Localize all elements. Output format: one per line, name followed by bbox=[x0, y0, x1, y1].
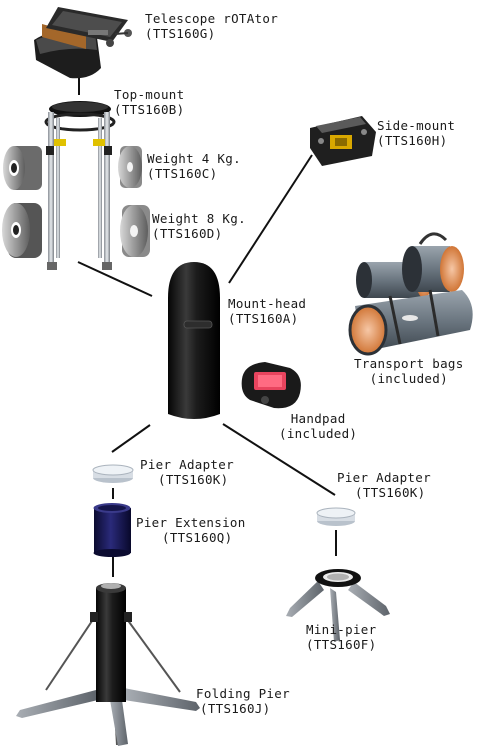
label-handpad-name: Handpad bbox=[290, 411, 346, 426]
label-telescope-rotator-code: (TTS160G) bbox=[145, 26, 216, 41]
label-handpad: Handpad (included) bbox=[279, 411, 357, 441]
label-folding-pier-name: Folding Pier bbox=[196, 686, 290, 701]
label-side-mount: Side-mount (TTS160H) bbox=[377, 118, 455, 148]
label-top-mount-name: Top-mount bbox=[114, 87, 185, 102]
label-pier-extension: Pier Extension (TTS160Q) bbox=[136, 515, 246, 545]
label-mount-head: Mount-head (TTS160A) bbox=[228, 296, 306, 326]
label-weight-4kg: Weight 4 Kg. (TTS160C) bbox=[147, 151, 241, 181]
label-weight-8kg-code: (TTS160D) bbox=[152, 226, 223, 241]
label-telescope-rotator-name: Telescope rOTAtor bbox=[145, 11, 279, 26]
label-mini-pier-code: (TTS160F) bbox=[306, 637, 377, 652]
label-top-mount-code: (TTS160B) bbox=[114, 102, 185, 117]
label-weight-4kg-name: Weight 4 Kg. bbox=[147, 151, 241, 166]
label-weight-4kg-code: (TTS160C) bbox=[147, 166, 218, 181]
handpad-image bbox=[241, 362, 301, 409]
transport-bags-image bbox=[348, 232, 473, 356]
label-mount-head-name: Mount-head bbox=[228, 296, 307, 311]
weight-8kg-right-image bbox=[120, 205, 150, 257]
label-folding-pier-code: (TTS160J) bbox=[200, 701, 271, 716]
top-mount-image bbox=[44, 101, 116, 270]
mini-pier-image bbox=[286, 569, 390, 642]
label-mount-head-code: (TTS160A) bbox=[228, 311, 299, 326]
label-transport-bags-name: Transport bags bbox=[354, 356, 464, 371]
label-transport-bags-code: (included) bbox=[369, 371, 448, 386]
label-handpad-code: (included) bbox=[279, 426, 358, 441]
mount-head-image bbox=[168, 262, 220, 419]
label-top-mount: Top-mount (TTS160B) bbox=[114, 87, 184, 117]
folding-pier-image bbox=[16, 583, 200, 746]
connector-lines bbox=[77, 78, 337, 577]
weight-8kg-left-image bbox=[2, 203, 42, 258]
label-pier-adapter-left: Pier Adapter (TTS160K) bbox=[140, 457, 234, 487]
connector-topmount-head bbox=[77, 261, 153, 297]
weight-4kg-right-image bbox=[118, 146, 142, 188]
label-side-mount-name: Side-mount bbox=[377, 118, 456, 133]
label-pier-extension-code: (TTS160Q) bbox=[162, 530, 233, 545]
side-mount-image bbox=[310, 116, 376, 166]
pier-extension-image bbox=[93, 503, 131, 557]
label-pier-adapter-right-name: Pier Adapter bbox=[337, 470, 431, 485]
label-pier-adapter-right: Pier Adapter (TTS160K) bbox=[337, 470, 431, 500]
label-pier-adapter-left-name: Pier Adapter bbox=[140, 457, 234, 472]
label-telescope-rotator: Telescope rOTAtor (TTS160G) bbox=[145, 11, 278, 41]
connector-head-adapter-left bbox=[111, 424, 151, 453]
connector-head-adapter-right bbox=[222, 423, 336, 496]
connector-sidemount-head bbox=[228, 154, 313, 284]
pier-adapter-left-image bbox=[92, 464, 134, 483]
label-mini-pier: Mini-pier (TTS160F) bbox=[306, 622, 376, 652]
label-side-mount-code: (TTS160H) bbox=[377, 133, 448, 148]
label-folding-pier: Folding Pier (TTS160J) bbox=[196, 686, 290, 716]
label-pier-extension-name: Pier Extension bbox=[136, 515, 246, 530]
telescope-rotator-image bbox=[34, 7, 132, 79]
weight-4kg-left-image bbox=[3, 146, 42, 190]
label-pier-adapter-right-code: (TTS160K) bbox=[355, 485, 426, 500]
label-weight-8kg-name: Weight 8 Kg. bbox=[152, 211, 246, 226]
label-pier-adapter-left-code: (TTS160K) bbox=[158, 472, 229, 487]
label-mini-pier-name: Mini-pier bbox=[306, 622, 377, 637]
label-transport-bags: Transport bags (included) bbox=[354, 356, 464, 386]
pier-adapter-right-image bbox=[316, 507, 356, 526]
label-weight-8kg: Weight 8 Kg. (TTS160D) bbox=[152, 211, 246, 241]
